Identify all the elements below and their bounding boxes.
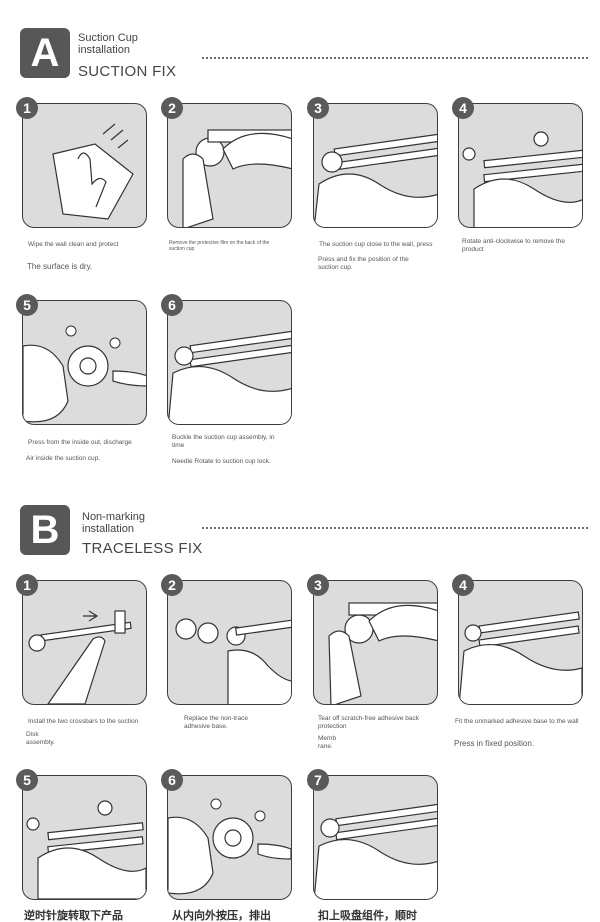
section-a-subtitle: Suction Cup installation bbox=[78, 32, 138, 56]
b-step-3-illustration bbox=[313, 580, 438, 705]
b-step-5-caption: 逆时针旋转取下产品 bbox=[24, 910, 123, 922]
a-step-4-illustration bbox=[458, 103, 583, 228]
b-step-4-number: 4 bbox=[452, 574, 474, 596]
b-step-7-number: 7 bbox=[307, 769, 329, 791]
b-step-6-illustration bbox=[167, 775, 292, 900]
b-step-1: 1 bbox=[16, 574, 147, 705]
section-a-divider bbox=[202, 57, 588, 59]
a-step-3-illustration bbox=[313, 103, 438, 228]
a-step-3-caption: The suction cup close to the wall, press bbox=[319, 241, 433, 248]
b-step-5: 5 bbox=[16, 769, 147, 900]
a-step-4: 4 bbox=[452, 97, 583, 228]
b-step-5-number: 5 bbox=[16, 769, 38, 791]
section-b-subtitle: Non-marking installation bbox=[82, 511, 145, 535]
b-step-4: 4 bbox=[452, 574, 583, 705]
a-step-6: 6 bbox=[161, 294, 292, 425]
section-b-divider bbox=[202, 527, 588, 529]
a-step-3-number: 3 bbox=[307, 97, 329, 119]
b-step-7: 7 bbox=[307, 769, 438, 900]
b-step-5-illustration bbox=[22, 775, 147, 900]
a-step-5: 5 bbox=[16, 294, 147, 425]
b-step-2-illustration bbox=[167, 580, 292, 705]
b-step-2-number: 2 bbox=[161, 574, 183, 596]
a-step-1-note: The surface is dry. bbox=[27, 262, 93, 271]
a-step-4-number: 4 bbox=[452, 97, 474, 119]
section-b-title: TRACELESS FIX bbox=[82, 540, 203, 557]
b-step-1-illustration bbox=[22, 580, 147, 705]
b-step-4-caption: Fit the unmarked adhesive base to the wa… bbox=[455, 718, 579, 725]
a-step-1-illustration bbox=[22, 103, 147, 228]
b-step-6-caption: 从内向外按压，排出 bbox=[172, 910, 271, 922]
section-a-title: SUCTION FIX bbox=[78, 63, 177, 80]
b-step-3-caption: Tear off scratch-free adhesive back prot… bbox=[318, 715, 420, 730]
a-step-5-number: 5 bbox=[16, 294, 38, 316]
b-step-1-note: Disk assembly. bbox=[26, 731, 55, 746]
b-step-4-note: Press in fixed position. bbox=[454, 739, 535, 748]
a-step-2: 2 bbox=[161, 97, 292, 228]
b-step-3: 3 bbox=[307, 574, 438, 705]
b-step-7-illustration bbox=[313, 775, 438, 900]
a-step-5-illustration bbox=[22, 300, 147, 425]
a-step-2-illustration bbox=[167, 103, 292, 228]
a-step-2-caption: Remove the protective film on the back o… bbox=[169, 240, 270, 252]
a-step-1: 1 bbox=[16, 97, 147, 228]
a-step-5-caption: Press from the inside out, discharge bbox=[28, 439, 132, 446]
a-step-1-number: 1 bbox=[16, 97, 38, 119]
b-step-6: 6 bbox=[161, 769, 292, 900]
a-step-3-note: Press and fix the position of the suctio… bbox=[318, 256, 409, 271]
a-step-2-number: 2 bbox=[161, 97, 183, 119]
b-step-1-number: 1 bbox=[16, 574, 38, 596]
a-step-1-caption: Wipe the wall clean and protect bbox=[28, 241, 119, 248]
a-step-6-number: 6 bbox=[161, 294, 183, 316]
a-step-4-caption: Rotate anti-clockwise to remove the prod… bbox=[462, 238, 565, 253]
a-step-6-caption: Buckle the suction cup assembly, in time bbox=[172, 434, 275, 449]
b-step-4-illustration bbox=[458, 580, 583, 705]
b-step-7-caption: 扣上吸盘组件，顺时 bbox=[318, 910, 417, 922]
b-step-3-note: Memb rane. bbox=[318, 735, 337, 750]
b-step-6-number: 6 bbox=[161, 769, 183, 791]
a-step-6-illustration bbox=[167, 300, 292, 425]
b-step-3-number: 3 bbox=[307, 574, 329, 596]
b-step-2-caption: Replace the non-trace adhesive base. bbox=[184, 715, 248, 730]
a-step-3: 3 bbox=[307, 97, 438, 228]
b-step-2: 2 bbox=[161, 574, 292, 705]
a-step-6-note: Needle Rotate to suction cup lock. bbox=[172, 458, 271, 465]
b-step-1-caption: Install the two crossbars to the suction bbox=[28, 718, 139, 725]
section-b-badge: B bbox=[20, 505, 70, 555]
a-step-5-note: Air inside the suction cup. bbox=[26, 455, 101, 462]
section-a-badge: A bbox=[20, 28, 70, 78]
